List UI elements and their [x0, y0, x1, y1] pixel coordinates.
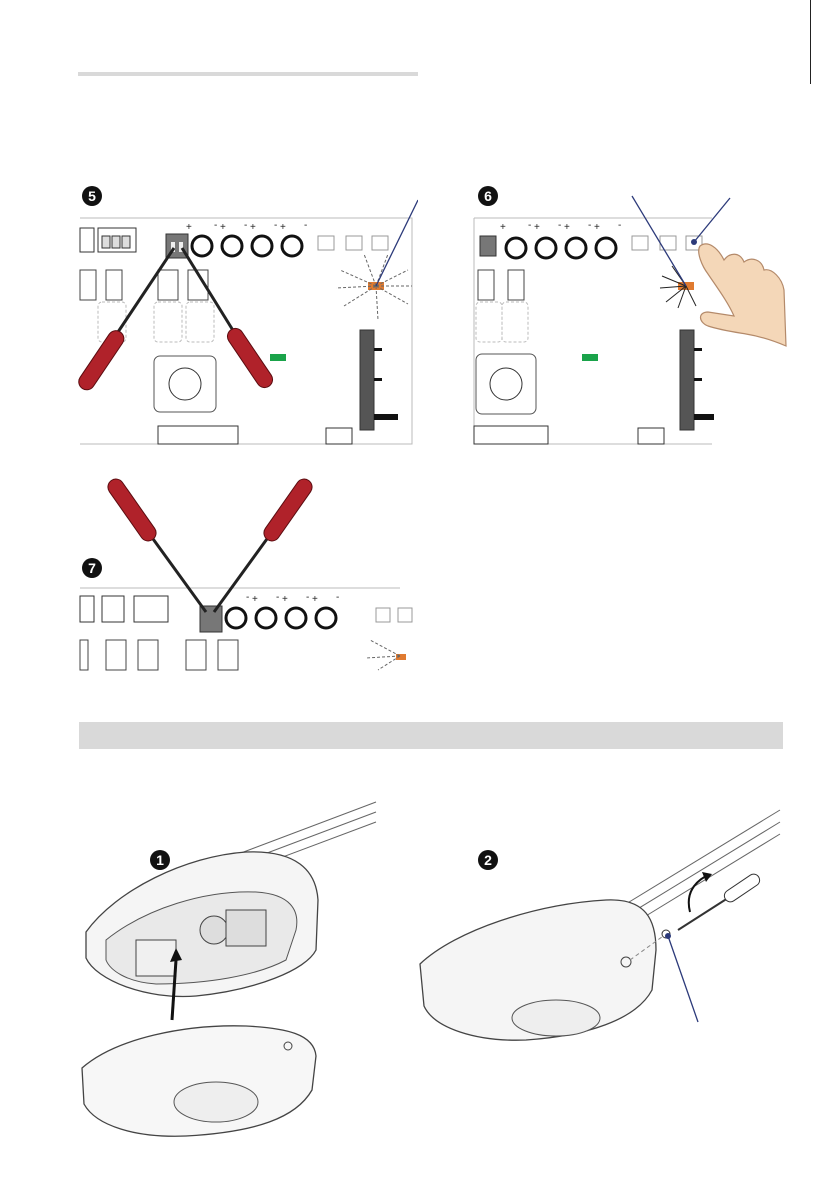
figure-2-screw-removal — [416, 800, 786, 1050]
terminal-plus: + — [186, 222, 192, 233]
trimmer-row — [506, 238, 616, 258]
trimmer-row — [226, 608, 336, 628]
terminal-minus: - — [336, 592, 339, 603]
leader-line-button — [694, 198, 730, 242]
terminal-plus: + — [282, 594, 288, 605]
terminal-minus: - — [246, 592, 249, 603]
terminal-minus: - — [304, 220, 307, 231]
margin-line — [810, 0, 811, 84]
terminal-minus: - — [306, 592, 309, 603]
figure-7-jumper-removal: - + - + - + - — [78, 470, 418, 675]
terminal-minus: - — [214, 220, 217, 231]
terminal-minus: - — [558, 220, 561, 231]
terminal-minus: - — [244, 220, 247, 231]
figure-6-board-button-press: + - + - + - + - — [472, 190, 812, 450]
top-rule — [78, 72, 418, 76]
screwdriver-small — [678, 872, 762, 930]
terminal-plus: + — [220, 222, 226, 233]
terminal-plus: + — [250, 222, 256, 233]
jumper-pins — [480, 236, 496, 256]
led-flash-rays — [366, 640, 400, 670]
leader-line — [668, 936, 698, 1022]
terminal-plus: + — [252, 594, 258, 605]
side-connector — [680, 330, 694, 430]
hand-pointing — [699, 244, 786, 346]
terminal-plus: + — [312, 594, 318, 605]
terminal-blocks — [80, 596, 168, 622]
screwdriver-right — [214, 476, 315, 612]
rail — [616, 810, 780, 922]
terminal-minus: - — [274, 220, 277, 231]
terminal-plus: + — [594, 222, 600, 233]
terminal-plus: + — [280, 222, 286, 233]
terminal-plus: + — [500, 222, 506, 233]
figure-5-board-jumper: + - + - + - + - — [78, 190, 418, 450]
terminal-minus: - — [618, 220, 621, 231]
terminal-block-left — [80, 228, 136, 252]
side-connector — [360, 330, 374, 430]
terminal-plus: + — [534, 222, 540, 233]
figure-1-cover-removal — [76, 800, 386, 1145]
led-green — [270, 354, 286, 361]
terminal-minus: - — [276, 592, 279, 603]
section-header-bar — [79, 722, 783, 749]
terminal-minus: - — [588, 220, 591, 231]
push-buttons — [318, 236, 388, 250]
led-green — [582, 354, 598, 361]
screwdriver-left — [105, 476, 206, 612]
terminal-plus: + — [564, 222, 570, 233]
rotate-arrow — [689, 876, 706, 912]
terminal-minus: - — [528, 220, 531, 231]
